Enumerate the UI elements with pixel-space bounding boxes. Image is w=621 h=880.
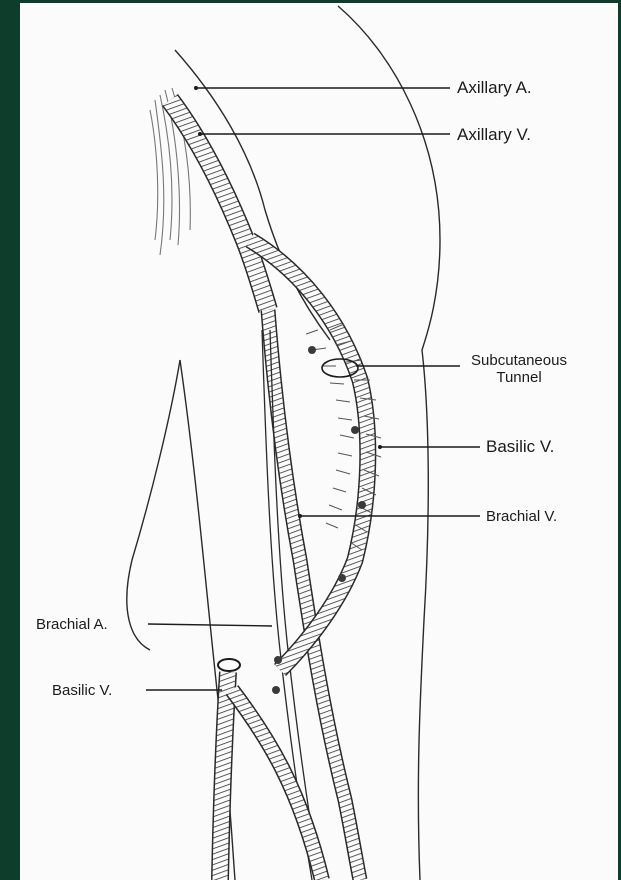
label-subcutaneous-tunnel-line2: Tunnel: [464, 369, 574, 386]
label-subcutaneous-tunnel-line1: Subcutaneous: [464, 352, 574, 369]
shoulder-contour: [338, 6, 440, 880]
label-brachial-vein: Brachial V.: [486, 507, 557, 526]
leader-brachial-artery: [148, 624, 272, 626]
label-basilic-vein-left: Basilic V.: [52, 681, 112, 700]
label-basilic-vein-right: Basilic V.: [486, 437, 554, 456]
inner-arm-contour: [127, 360, 180, 650]
axillary-vein: [170, 100, 268, 310]
label-axillary-vein: Axillary V.: [457, 125, 531, 144]
label-axillary-artery: Axillary A.: [457, 78, 532, 97]
basilic-vein-stump: [218, 659, 322, 880]
label-brachial-artery: Brachial A.: [36, 615, 108, 634]
label-subcutaneous-tunnel: Subcutaneous Tunnel: [464, 352, 574, 386]
